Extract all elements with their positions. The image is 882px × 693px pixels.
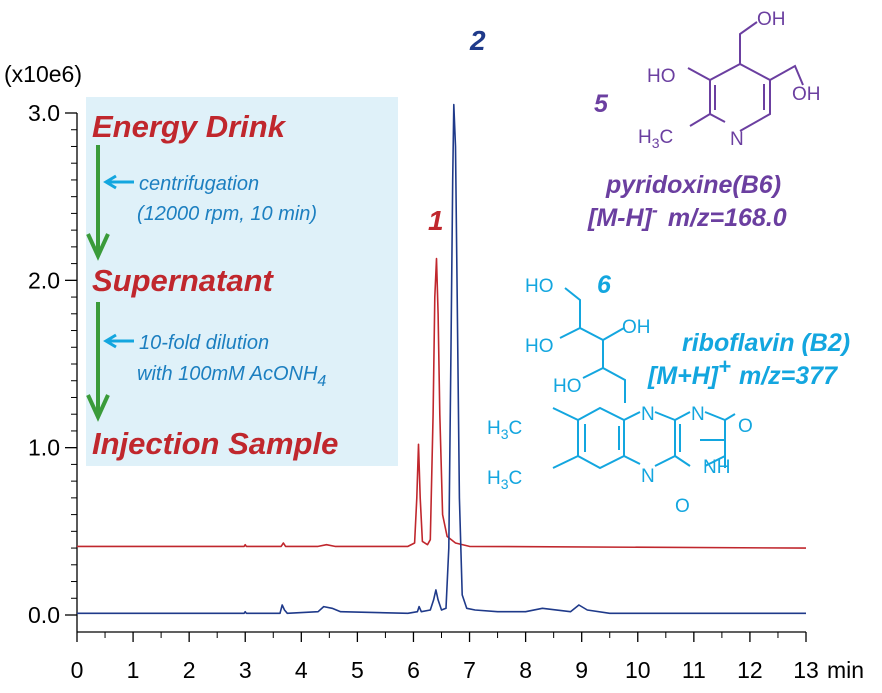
- major-ticks: [65, 112, 807, 642]
- series-line-1: [77, 257, 807, 549]
- riboflavin-atom-methyl2: H3C: [487, 468, 522, 492]
- compound6-ion-charge: +: [718, 354, 731, 379]
- sample-prep-panel: [86, 97, 398, 466]
- x-tick-label-2: 2: [183, 657, 196, 683]
- note-dilution-detail: with 100mM AcONH4: [137, 363, 326, 390]
- step-supernatant: Supernatant: [92, 263, 275, 298]
- note-centrifugation: centrifugation: [139, 173, 259, 195]
- pyridoxine-atom-oh-right: OH: [792, 84, 821, 105]
- x-tick-label-13: 13: [793, 657, 819, 683]
- compound5-mz: m/z=168.0: [668, 204, 787, 232]
- riboflavin-methyl1-h: H: [487, 418, 501, 439]
- riboflavin-atom-n3: N: [641, 466, 655, 487]
- compound6-name: riboflavin (B2): [682, 329, 850, 357]
- pyridoxine-methyl-h: H: [638, 127, 652, 148]
- x-tick-label-11: 11: [682, 657, 706, 683]
- x-tick-label-4: 4: [295, 657, 308, 683]
- x-tick-label-9: 9: [575, 657, 588, 683]
- note-arrow-1-head: [103, 174, 117, 190]
- riboflavin-atom-ho3: HO: [553, 376, 582, 397]
- riboflavin-atom-o2: O: [675, 496, 690, 517]
- x-tick-label-6: 6: [407, 657, 420, 683]
- x-tick-label-8: 8: [519, 657, 532, 683]
- y-axis-label: (x10e6): [4, 61, 82, 87]
- compound5-ion: [M-H]-m/z=168.0: [587, 200, 787, 232]
- pyridoxine-methyl-c: C: [660, 127, 674, 148]
- riboflavin-atom-o1: O: [738, 416, 753, 437]
- riboflavin-atom-methyl1: H3C: [487, 418, 522, 442]
- x-tick-label-0: 0: [71, 657, 84, 683]
- step-injection-sample: Injection Sample: [92, 426, 338, 461]
- compound6-ion: [M+H]+ m/z=377: [647, 354, 838, 390]
- riboflavin-methyl1-c: C: [509, 418, 523, 439]
- compound6-number: 6: [597, 271, 612, 299]
- note-dilution: 10-fold dilution: [139, 332, 269, 354]
- riboflavin-methyl2-sub: 3: [501, 476, 509, 492]
- note-centrifugation-detail: (12000 rpm, 10 min): [137, 203, 317, 225]
- pyridoxine-methyl-sub: 3: [652, 135, 660, 151]
- pyridoxine-atom-oh-top: OH: [757, 9, 786, 30]
- x-tick-label-7: 7: [463, 657, 476, 683]
- peak-label-1: 1: [428, 205, 444, 236]
- compound6-mz: m/z=377: [739, 362, 838, 390]
- x-tick-label-5: 5: [351, 657, 364, 683]
- pyridoxine-atom-n: N: [730, 129, 744, 150]
- peak-label-2: 2: [469, 25, 486, 56]
- y-tick-label-3: 3.0: [28, 100, 60, 126]
- note-dilution-subscript: 4: [317, 373, 326, 390]
- riboflavin-methyl1-sub: 3: [501, 426, 509, 442]
- pyridoxine-atom-ho: HO: [647, 66, 676, 87]
- compound6-ion-text: [M+H]: [647, 362, 720, 390]
- compound5-name: pyridoxine(B6): [605, 171, 781, 199]
- riboflavin-atom-ho1: HO: [525, 276, 554, 297]
- step-energy-drink: Energy Drink: [92, 109, 287, 144]
- riboflavin-atom-oh: OH: [622, 317, 651, 338]
- note-arrow-2-head: [103, 333, 117, 349]
- compound5-number: 5: [594, 90, 609, 118]
- riboflavin-methyl2-h: H: [487, 468, 501, 489]
- x-tick-label-12: 12: [737, 657, 763, 683]
- y-tick-label-0: 0.0: [28, 602, 60, 628]
- riboflavin-methyl2-c: C: [509, 468, 523, 489]
- pyridoxine-atom-methyl: H3C: [638, 127, 673, 151]
- riboflavin-structure: [552, 287, 736, 470]
- riboflavin-atom-nh: NH: [703, 457, 730, 478]
- series-layer: [77, 103, 807, 615]
- y-tick-label-1: 1.0: [28, 435, 60, 461]
- x-tick-label-1: 1: [127, 657, 140, 683]
- note-dilution-detail-text: with 100mM AcONH: [137, 363, 318, 385]
- flow-arrow-1-head: [86, 233, 110, 261]
- riboflavin-atom-n-ring: N: [641, 404, 655, 425]
- y-tick-label-2: 2.0: [28, 267, 60, 293]
- minor-ticks: [71, 129, 779, 638]
- compound5-ion-text: [M-H]: [587, 204, 654, 232]
- x-tick-label-3: 3: [239, 657, 252, 683]
- x-tick-label-10: 10: [625, 657, 651, 683]
- x-axis-label: min: [827, 657, 864, 683]
- series-line-2: [77, 103, 806, 615]
- riboflavin-atom-ho2: HO: [525, 336, 554, 357]
- pyridoxine-structure: [687, 21, 804, 132]
- riboflavin-atom-n2: N: [691, 404, 705, 425]
- flow-arrow-2-head: [86, 394, 110, 422]
- compound5-ion-charge: -: [652, 200, 658, 220]
